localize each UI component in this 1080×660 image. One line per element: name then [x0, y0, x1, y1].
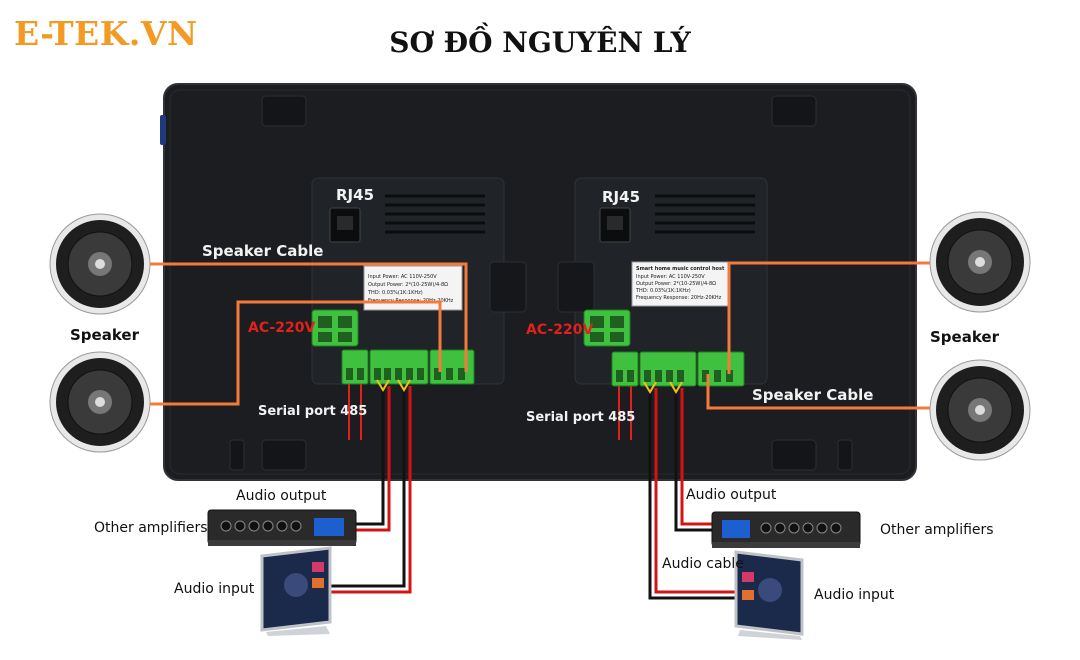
speaker-cable-label-left: Speaker Cable	[202, 242, 324, 260]
speaker-label-right: Speaker	[930, 328, 999, 346]
speaker-top-left-icon	[49, 213, 151, 315]
spec-line: Input Power: AC 110V-250V	[368, 274, 437, 280]
brand-logo: E-TEK.VN	[14, 14, 198, 53]
amplifier-right-icon	[711, 511, 861, 548]
spec-line: Output Power: 2*(10-25W)/4-8Ω	[636, 281, 716, 287]
rj45-label-left: RJ45	[336, 186, 375, 204]
spec-line: Input Power: AC 110V-250V	[636, 274, 705, 280]
rj45-label-right: RJ45	[602, 188, 641, 206]
speaker-cable-label-right: Speaker Cable	[752, 386, 874, 404]
page-title: SƠ ĐỒ NGUYÊN LÝ	[389, 26, 691, 59]
ac-220v-label-right: AC-220V	[526, 322, 594, 338]
speaker-top-right-icon	[929, 211, 1031, 313]
spec-line: Output Power: 2*(10-25W)/4-8Ω	[368, 282, 448, 288]
speaker-bottom-left-icon	[49, 351, 151, 453]
spec-title: Smart home music control host	[636, 266, 725, 272]
audio-cables-left	[330, 379, 412, 594]
terminal-blocks-left	[311, 309, 475, 385]
serial-port-label-left: Serial port 485	[258, 404, 368, 419]
other-amplifiers-label-left: Other amplifiers	[94, 520, 208, 536]
tv-right-icon	[734, 550, 804, 640]
spec-line: THD: 0.03%(1K:1KHz)	[635, 288, 691, 294]
other-amplifiers-label-right: Other amplifiers	[880, 522, 994, 538]
audio-output-label-left: Audio output	[236, 488, 327, 504]
serial-wires	[348, 384, 632, 440]
ac-220v-label-left: AC-220V	[248, 320, 316, 336]
spec-line: Frequency Response: 20Hz-20KHz	[636, 295, 722, 301]
audio-input-label-left: Audio input	[174, 581, 255, 597]
audio-output-label-right: Audio output	[686, 487, 777, 503]
spec-line: THD: 0.03%(1K:1KHz)	[367, 290, 423, 296]
spec-label-right: Smart home music control host Input Powe…	[631, 261, 731, 307]
serial-port-label-right: Serial port 485	[526, 410, 636, 425]
amplifier-left-icon	[207, 509, 357, 546]
speaker-label-left: Speaker	[70, 326, 139, 344]
audio-cable-label-right: Audio cable	[662, 556, 744, 572]
speaker-cables	[150, 261, 930, 410]
tv-left-icon	[260, 546, 332, 636]
speaker-bottom-right-icon	[929, 359, 1031, 461]
audio-input-label-right: Audio input	[814, 587, 895, 603]
audio-cables-right	[643, 381, 737, 600]
